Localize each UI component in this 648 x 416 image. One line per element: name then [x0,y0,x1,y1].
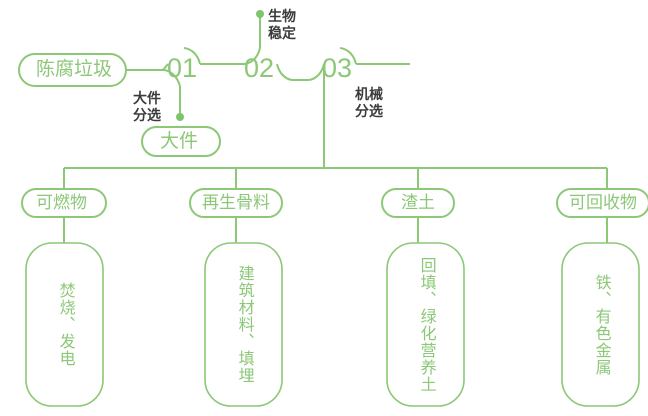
step2-arc-right-down [276,63,293,81]
step-caption-02: 生物 稳定 [268,8,296,42]
step1-arc-bottom [162,69,181,87]
destination-box-shape-1 [25,242,104,407]
step-caption-01: 大件 分选 [133,90,161,124]
destination-text-wrap-1: 焚烧、发电 [26,243,103,406]
category-label-1: 可燃物 [36,193,87,212]
category-label-3: 渣土 [401,193,435,212]
destination-box-shape-4 [561,242,640,407]
step1-arc-top [183,47,201,65]
destination-label-1: 焚烧、发电 [56,282,74,367]
destination-label-3: 回填、绿化营养土 [417,256,435,393]
step-number-01: 01 [167,53,198,83]
input-label: 陈腐垃圾 [36,59,113,80]
category-pill-shape-4 [556,188,648,218]
destination-text-wrap-4: 铁、有色金属 [562,243,639,406]
destination-label-4: 铁、有色金属 [592,273,610,376]
step-caption-03: 机械 分选 [355,86,383,120]
step3-arc-top [339,47,357,65]
destination-text-wrap-3: 回填、绿化营养土 [387,243,464,406]
destination-text-wrap-2: 建筑材料、填埋 [205,243,282,406]
bulky-pill-shape [141,126,221,157]
step2-output-dot [256,10,264,18]
category-label-2: 再生骨料 [202,193,270,212]
step1-output-dot [176,113,184,121]
category-label-4: 可回收物 [569,193,637,212]
step1-bracket-lower-left [162,63,169,71]
step1-output-label: 大件 [160,131,199,152]
destination-box-shape-3 [386,242,465,407]
destination-box-shape-2 [204,242,283,407]
step2-arc-left-up [244,47,261,65]
step-number-02: 02 [244,53,275,83]
destination-label-2: 建筑材料、填埋 [235,265,253,384]
step-number-03: 03 [322,53,353,83]
